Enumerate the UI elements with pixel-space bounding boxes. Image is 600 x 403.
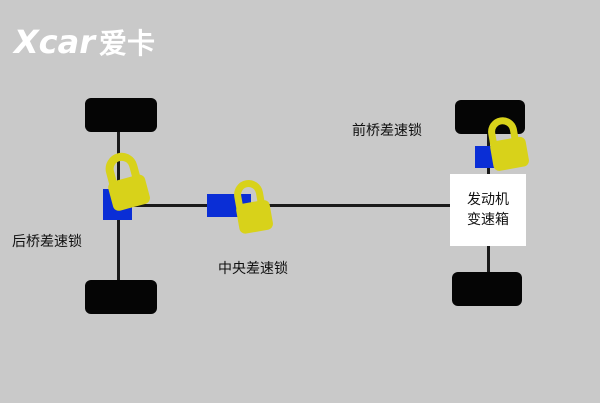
rear-lock-icon [105,152,150,211]
center-lock-icon [234,180,273,234]
front-lock-icon [488,117,529,171]
transmission-label: 变速箱 [467,212,509,228]
rear-left-wheel [85,98,157,132]
center-lock-label: 中央差速锁 [218,261,288,277]
rear-lock-label: 后桥差速锁 [12,234,82,250]
engine-transmission-box: 发动机 变速箱 [450,174,526,246]
driveshaft [118,204,452,207]
rear-right-wheel [85,280,157,314]
front-lock-label: 前桥差速锁 [352,123,422,139]
engine-label: 发动机 [467,192,509,208]
front-right-wheel [452,272,522,306]
